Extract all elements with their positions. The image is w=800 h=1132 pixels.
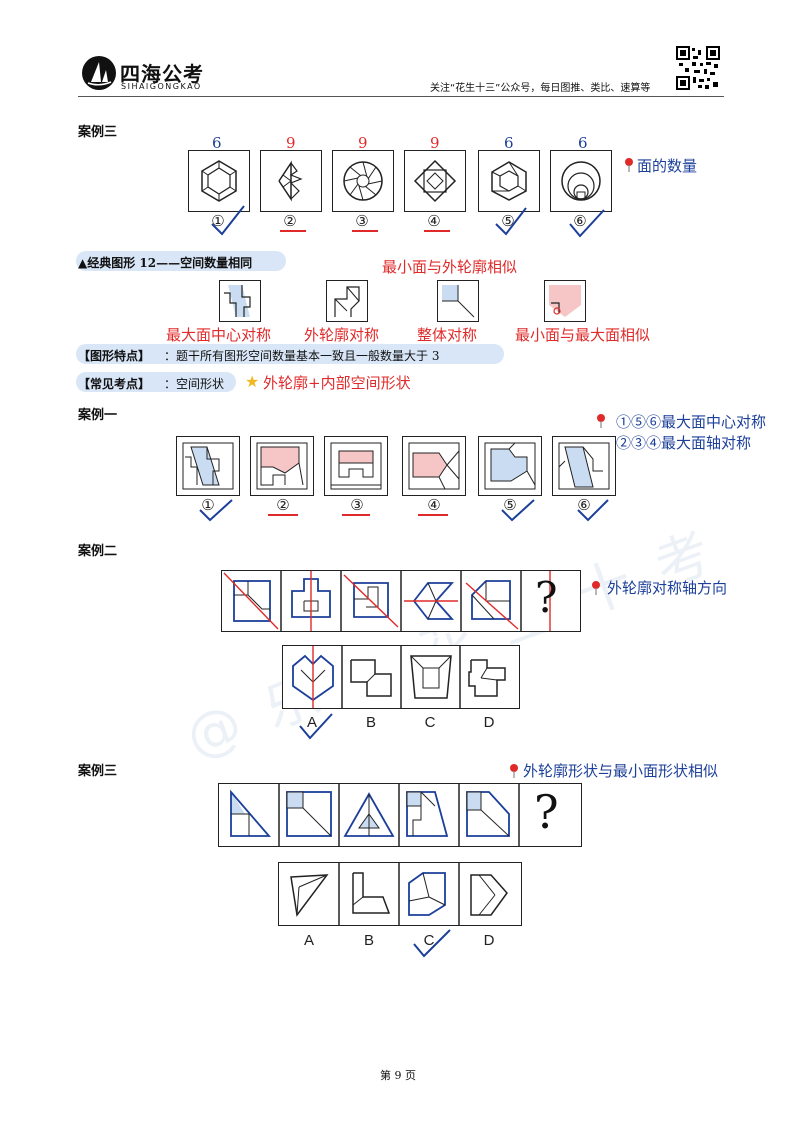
option-number: ④ — [427, 212, 441, 230]
case2-option-label: C — [424, 714, 436, 731]
figure-top-6 — [550, 150, 612, 212]
count-label: 6 — [504, 134, 514, 152]
features-text: ：题干所有图形空间数量基本一致且一般数量大于 3 — [164, 349, 440, 363]
case1-annotation-marks — [199, 499, 609, 522]
classic-note-top: 最小面与外轮廓相似 — [382, 258, 518, 276]
count-label: 9 — [358, 134, 368, 152]
case-top-title: 案例三 — [78, 125, 118, 140]
case1-figure-6 — [552, 436, 616, 496]
classic-figure-2 — [326, 280, 368, 322]
option-number: ② — [283, 212, 297, 230]
exam-points-label: 【常见考点】 — [78, 377, 151, 391]
case3-check-mark — [413, 929, 451, 958]
option-number: ⑥ — [573, 212, 587, 230]
case1-figure-3 — [324, 436, 388, 496]
case3-option-label: B — [363, 932, 374, 949]
pin-icon — [591, 580, 601, 595]
case2-title: 案例二 — [78, 544, 118, 559]
watermark: @ 乐 尊 花 生 十 考 — [177, 519, 725, 770]
option-number: ③ — [355, 212, 369, 230]
classic-figure-3 — [437, 280, 479, 322]
features-highlight — [76, 344, 504, 364]
logo-text: 四海公考 — [120, 62, 204, 86]
classic-label-4: 最小面与最大面相似 — [515, 326, 651, 344]
count-label: 9 — [286, 134, 296, 152]
figure-top-1 — [188, 150, 250, 212]
pin-icon — [624, 157, 634, 172]
exam-points-note: 外轮廓+内部空间形状 — [263, 374, 411, 392]
classic-label-3: 整体对称 — [417, 326, 478, 344]
case2-question-mark: ? — [535, 573, 558, 622]
case2-option-label: A — [306, 714, 317, 731]
classic-figure-1 — [219, 280, 261, 322]
case3-stem — [218, 783, 582, 847]
case3-option-label: D — [483, 932, 495, 949]
classic-title-highlight — [76, 251, 286, 271]
logo-subtext: SIHAIGONGKAO — [121, 82, 202, 91]
option-number: ③ — [350, 496, 364, 514]
option-number: ① — [201, 496, 215, 514]
case2-stem — [221, 570, 581, 632]
option-number: ⑥ — [577, 496, 591, 514]
case3-question-mark: ? — [534, 785, 559, 839]
count-label: 9 — [430, 134, 440, 152]
case1-figure-1 — [176, 436, 240, 496]
case2-option-label: D — [483, 714, 495, 731]
case1-title: 案例一 — [78, 408, 118, 423]
count-label: 6 — [578, 134, 588, 152]
case1-figure-2 — [250, 436, 314, 496]
logo-icon — [82, 56, 116, 90]
case3-note: 外轮廓形状与最小面形状相似 — [523, 762, 719, 780]
option-number: ② — [276, 496, 290, 514]
figure-top-5 — [478, 150, 540, 212]
page-number: 第 9 页 — [380, 1069, 416, 1082]
case2-options — [282, 645, 520, 709]
case1-figure-4 — [402, 436, 466, 496]
case3-option-label: A — [303, 932, 314, 949]
case3-option-label: C — [423, 932, 435, 949]
case2-note: 外轮廓对称轴方向 — [607, 579, 728, 597]
header-note: 关注“花生十三”公众号，每日图推、类比、速算等 — [430, 83, 651, 94]
header: 四海公考 SIHAIGONGKAO 关注“花生十三”公众号，每日图推、类比、速算… — [0, 0, 800, 100]
option-number: ④ — [427, 496, 441, 514]
features-label: 【图形特点】 — [78, 349, 151, 363]
pin-icon — [596, 413, 606, 428]
option-number: ⑤ — [503, 496, 517, 514]
pin-icon — [509, 763, 519, 778]
figure-top-3 — [332, 150, 394, 212]
classic-title: ▲经典图形 12——空间数量相同 — [78, 256, 253, 270]
annotation-marks — [211, 205, 605, 238]
case3-options — [278, 862, 522, 926]
classic-label-2: 外轮廓对称 — [304, 326, 380, 344]
header-rule — [78, 96, 724, 97]
case3-title: 案例三 — [78, 764, 118, 779]
case2-check-mark — [299, 713, 333, 740]
case1-note-2: ②③④最大面轴对称 — [616, 434, 752, 452]
case-top-note: 面的数量 — [637, 157, 698, 175]
classic-figure-4 — [544, 280, 586, 322]
count-label: 6 — [212, 134, 222, 152]
exam-points-highlight — [76, 372, 236, 392]
star-icon: ★ — [245, 372, 260, 391]
classic-label-1: 最大面中心对称 — [166, 326, 272, 344]
case2-option-label: B — [365, 714, 376, 731]
figure-top-4 — [404, 150, 466, 212]
qr-code-icon — [676, 46, 720, 90]
exam-points-text: ：空间形状 — [164, 377, 225, 391]
case1-figure-5 — [478, 436, 542, 496]
case1-note-1: ①⑤⑥最大面中心对称 — [616, 413, 767, 431]
figure-top-2 — [260, 150, 322, 212]
